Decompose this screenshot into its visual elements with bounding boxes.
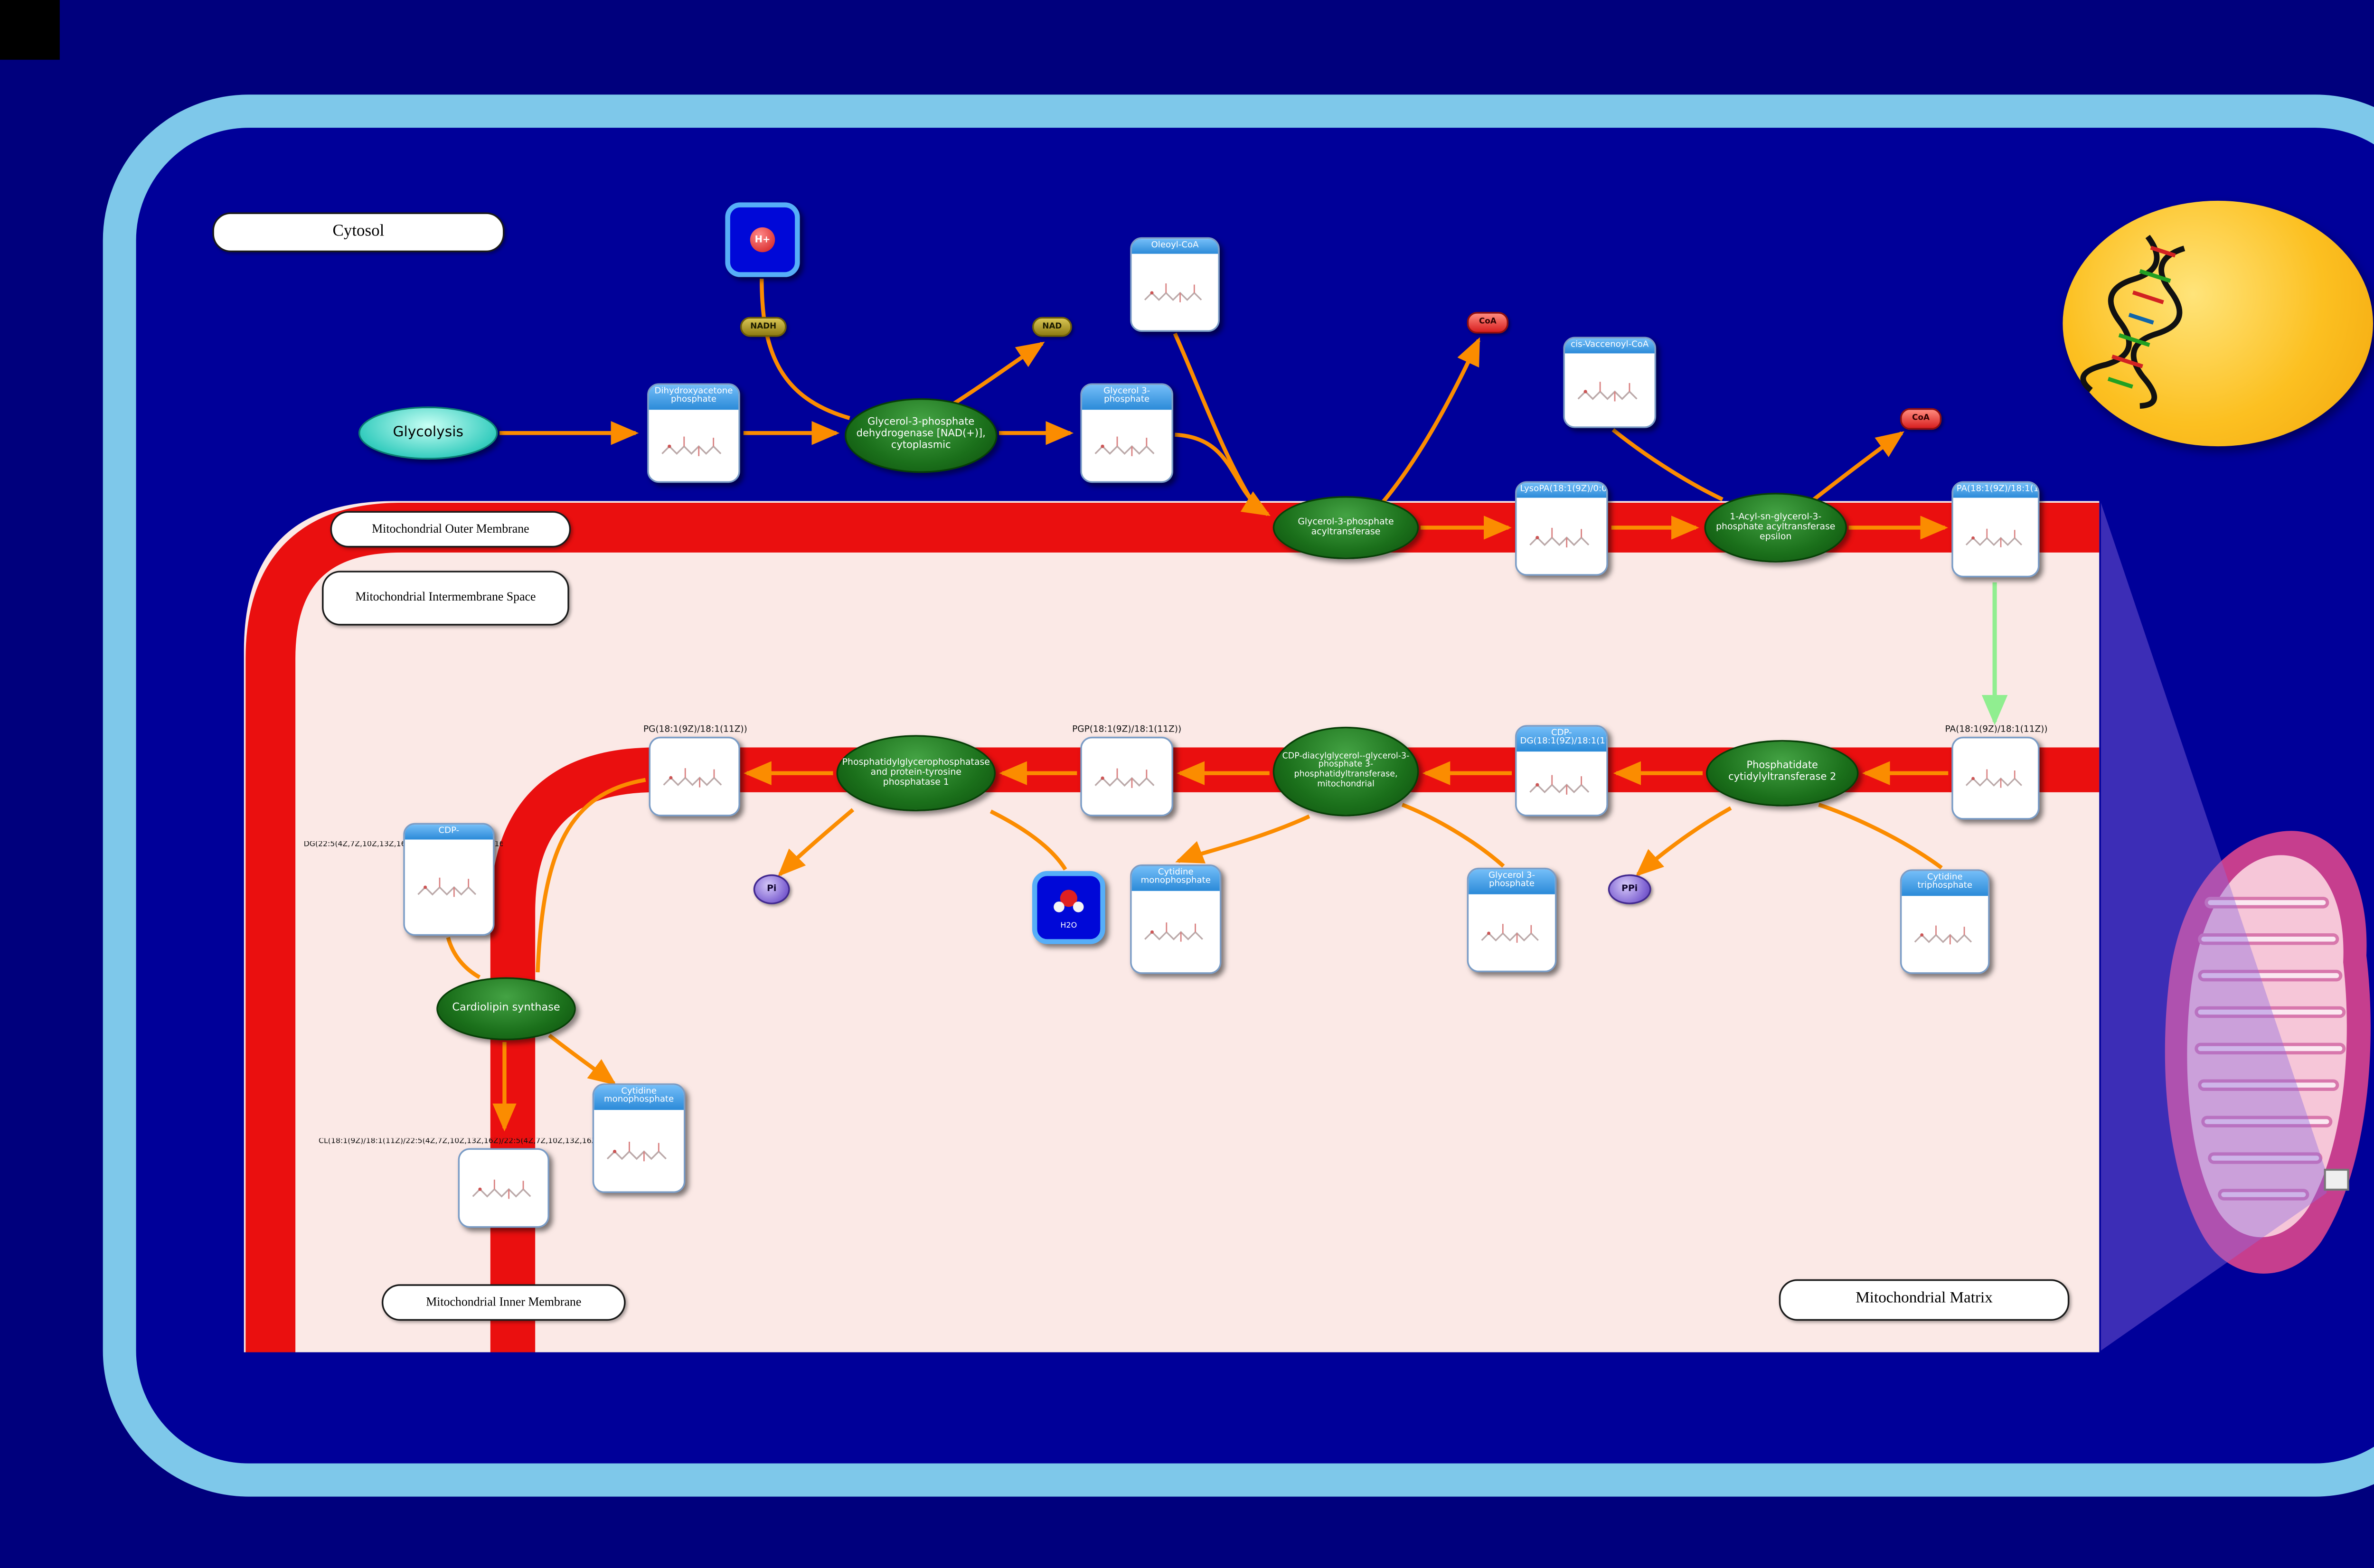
cofactor-coa-2[interactable]: CoA (1900, 408, 1942, 430)
metabolite-label: CDP- (405, 825, 493, 840)
metabolite-label: Glycerol 3-phosphate (1082, 385, 1172, 410)
chemical-structure-icon (1131, 891, 1220, 973)
enzyme-cds2[interactable]: Phosphatidate cytidylyltransferase 2 (1705, 740, 1859, 807)
metabolite-cmp-2[interactable]: Cytidine monophosphate (592, 1083, 686, 1193)
metabolite-label: Cytidine triphosphate (1902, 871, 1988, 896)
mitochondrion-illustration (2165, 831, 2371, 1274)
cofactor-nadh[interactable]: NADH (740, 317, 787, 337)
metabolite-label: Cytidine monophosphate (594, 1085, 684, 1110)
metabolite-pg[interactable] (649, 736, 740, 817)
pathway-node-glycolysis[interactable]: Glycolysis (358, 406, 498, 460)
metabolite-label: cis-Vaccenoyl-CoA (1564, 338, 1655, 354)
inner-membrane-band (490, 747, 2100, 1352)
compartment-label-intermembrane-space: Mitochondrial Intermembrane Space (322, 571, 569, 626)
metabolite-label-pa-bottom: PA(18:1(9Z)/18:1(11Z)) (1945, 725, 2048, 735)
chemical-structure-icon (650, 738, 739, 815)
metabolite-label-cl: CL(18:1(9Z)/18:1(11Z)/22:5(4Z,7Z,10Z,13Z… (319, 1138, 593, 1147)
water-node[interactable]: H2O (1032, 871, 1105, 944)
enzyme-agpat[interactable]: 1-Acyl-sn-glycerol-3-phosphate acyltrans… (1704, 493, 1847, 563)
water-label: H2O (1060, 922, 1077, 930)
compartment-label-matrix: Mitochondrial Matrix (1779, 1279, 2070, 1321)
cofactor-ppi[interactable]: PPi (1608, 874, 1651, 904)
metabolite-label: CDP-DG(18:1(9Z)/18:1(11Z)) (1517, 726, 1606, 752)
chemical-structure-icon (1082, 738, 1172, 815)
metabolite-pgp[interactable] (1080, 736, 1174, 817)
metabolite-cl[interactable] (458, 1148, 549, 1228)
water-molecule-icon (1047, 885, 1090, 921)
zoom-cone (2101, 503, 2327, 1351)
metabolite-g3p[interactable]: Glycerol 3-phosphate (1080, 383, 1174, 483)
metabolite-label-pgp: PGP(18:1(9Z)/18:1(11Z)) (1072, 725, 1182, 735)
compartment-label-inner-membrane: Mitochondrial Inner Membrane (381, 1284, 626, 1321)
chemical-structure-icon (1564, 353, 1655, 427)
chemical-structure-icon (1517, 751, 1607, 815)
enzyme-gpd[interactable]: Glycerol-3-phosphate dehydrogenase [NAD(… (845, 398, 998, 473)
metabolite-g3p-matrix[interactable]: Glycerol 3-phosphate (1467, 867, 1557, 973)
cofactor-pi[interactable]: Pi (753, 874, 790, 904)
metabolite-ctp[interactable]: Cytidine triphosphate (1900, 869, 1990, 974)
enzyme-label: Cardiolipin synthase (452, 1001, 560, 1014)
chemical-structure-icon (1469, 894, 1555, 971)
nucleus (2063, 200, 2373, 447)
proton-node[interactable]: H+ (725, 202, 800, 277)
chemical-structure-icon (1953, 738, 2038, 818)
metabolite-pa-bottom[interactable] (1951, 736, 2040, 820)
enzyme-cls[interactable]: Cardiolipin synthase (436, 977, 576, 1041)
metabolite-label: LysoPA(18:1(9Z)/0:0) (1517, 483, 1606, 498)
chemical-structure-icon (1517, 498, 1607, 574)
enzyme-label: Phosphatidylglycerophosphatase and prote… (842, 758, 990, 789)
zoom-target-marker (2324, 1168, 2349, 1191)
chemical-structure-icon (594, 1110, 684, 1192)
metabolite-label: PA(18:1(9Z)/18:1(11Z)) (1953, 483, 2038, 498)
metabolite-oleoyl-coa[interactable]: Oleoyl-CoA (1130, 237, 1220, 332)
metabolite-label: Dihydroxyacetone phosphate (649, 385, 739, 410)
cofactor-nad[interactable]: NAD (1032, 317, 1072, 337)
dna-icon (2080, 235, 2186, 409)
enzyme-label: Phosphatidate cytidylyltransferase 2 (1728, 760, 1837, 783)
metabolite-lysopa[interactable]: LysoPA(18:1(9Z)/0:0) (1515, 481, 1608, 576)
pathway-node-label: Glycolysis (393, 424, 463, 441)
metabolite-cdp-dg[interactable]: CDP-DG(18:1(9Z)/18:1(11Z)) (1515, 725, 1608, 817)
enzyme-ptpmt1[interactable]: Phosphatidylglycerophosphatase and prote… (836, 735, 996, 812)
metabolite-cis-vaccenoyl-coa[interactable]: cis-Vaccenoyl-CoA (1563, 337, 1657, 428)
chemical-structure-icon (405, 839, 493, 934)
compartment-label-cytosol: Cytosol (212, 212, 505, 253)
chemical-structure-icon (1131, 254, 1218, 330)
enzyme-label: 1-Acyl-sn-glycerol-3-phosphate acyltrans… (1716, 512, 1836, 543)
cofactor-coa-1[interactable]: CoA (1467, 312, 1509, 334)
canvas-corner (0, 0, 60, 60)
metabolite-dhap[interactable]: Dihydroxyacetone phosphate (647, 383, 740, 483)
metabolite-label: Oleoyl-CoA (1131, 239, 1218, 254)
metabolite-cmp-1[interactable]: Cytidine monophosphate (1130, 864, 1222, 974)
enzyme-gpat[interactable]: Glycerol-3-phosphate acyltransferase (1272, 496, 1419, 559)
enzyme-label: CDP-diacylglycerol--glycerol-3-phosphate… (1282, 751, 1410, 789)
enzyme-label: Glycerol-3-phosphate acyltransferase (1298, 517, 1394, 538)
chemical-structure-icon (1082, 410, 1172, 481)
metabolite-pa-top[interactable]: PA(18:1(9Z)/18:1(11Z)) (1951, 481, 2040, 578)
chemical-structure-icon (460, 1150, 548, 1226)
metabolite-label: Glycerol 3-phosphate (1469, 869, 1555, 894)
enzyme-pgps[interactable]: CDP-diacylglycerol--glycerol-3-phosphate… (1272, 726, 1419, 817)
chemical-structure-icon (1953, 498, 2038, 576)
chemical-structure-icon (649, 410, 739, 481)
enzyme-label: Glycerol-3-phosphate dehydrogenase [NAD(… (856, 417, 986, 451)
metabolite-label-pg: PG(18:1(9Z)/18:1(11Z)) (643, 725, 747, 735)
metabolite-cdp-dg2[interactable]: CDP- (403, 823, 495, 936)
reaction-arrows (446, 279, 1949, 1132)
compartment-label-outer-membrane: Mitochondrial Outer Membrane (330, 511, 571, 548)
metabolite-label: Cytidine monophosphate (1131, 866, 1220, 891)
chemical-structure-icon (1902, 896, 1988, 973)
proton-icon: H+ (750, 227, 775, 253)
